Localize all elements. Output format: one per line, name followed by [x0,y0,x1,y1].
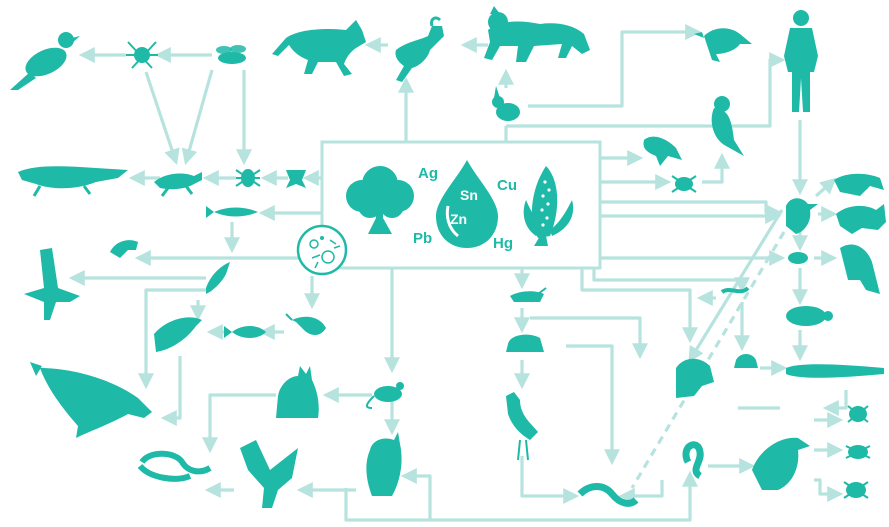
bug-icon [848,406,868,422]
salamander-icon [786,364,884,378]
connector [522,456,576,496]
element-pb: Pb [413,230,432,247]
wolf-icon [272,20,366,76]
connector [506,60,782,126]
connector [814,480,840,494]
spider-icon [126,42,158,68]
connector [566,346,612,462]
eagle-icon [240,440,298,508]
cat-icon [276,366,319,418]
mole-icon [788,252,808,264]
element-cu: Cu [497,177,517,194]
connector [210,395,276,450]
connector [632,232,784,488]
whale-icon [30,362,152,438]
connector [816,180,834,196]
turtle-icon [786,306,833,326]
rooster-icon [786,198,818,234]
salmon-icon [206,262,230,294]
grasshopper-icon [510,288,546,302]
connector [826,390,846,408]
microorganism-icon [298,226,346,274]
connector [404,476,430,520]
shrimp-icon [286,314,326,335]
heron-icon [506,392,538,460]
connector [702,156,722,182]
connector [530,318,640,356]
rabbit-icon [492,86,520,121]
snake-icon [140,454,210,479]
butterfly-icon [286,170,306,188]
beetle-icon [672,176,696,192]
human-icon [784,10,818,112]
fox-icon [836,204,886,234]
crocodile-icon [18,166,128,196]
blackbird-icon [840,244,880,294]
element-sn: Sn [460,187,478,203]
ant-icon [846,445,870,459]
owl-icon [366,432,401,496]
wasp-icon [216,45,246,64]
ferret-icon [834,174,884,196]
fish-icon [206,206,258,218]
connector [146,72,176,162]
tick-icon [236,169,260,187]
connector [600,202,778,212]
bird-icon [10,32,80,90]
vulture-icon [752,438,810,490]
connector [594,268,742,290]
hawk-icon [24,248,80,320]
cobra-icon [686,445,700,476]
lizard-icon [154,172,202,196]
connector [186,70,212,162]
frog-icon [506,335,544,352]
connector [690,210,782,360]
connector [164,356,180,418]
squirrel-icon [676,359,714,398]
small-fish-icon [224,326,266,338]
element-ag: Ag [418,165,438,182]
goat-icon [395,18,444,82]
element-zn: Zn [450,211,467,227]
mouse-icon [367,382,404,408]
pigeon-icon [644,137,683,166]
trout-icon [154,317,202,352]
toad-icon [734,354,758,368]
mountain-lion-icon [484,6,590,62]
seal-icon [110,240,138,258]
mite-icon [844,482,868,498]
connector [622,480,662,496]
source-box: Ag Sn Cu Zn Pb Hg [322,142,600,268]
element-hg: Hg [493,235,513,252]
raven-icon [694,28,752,62]
